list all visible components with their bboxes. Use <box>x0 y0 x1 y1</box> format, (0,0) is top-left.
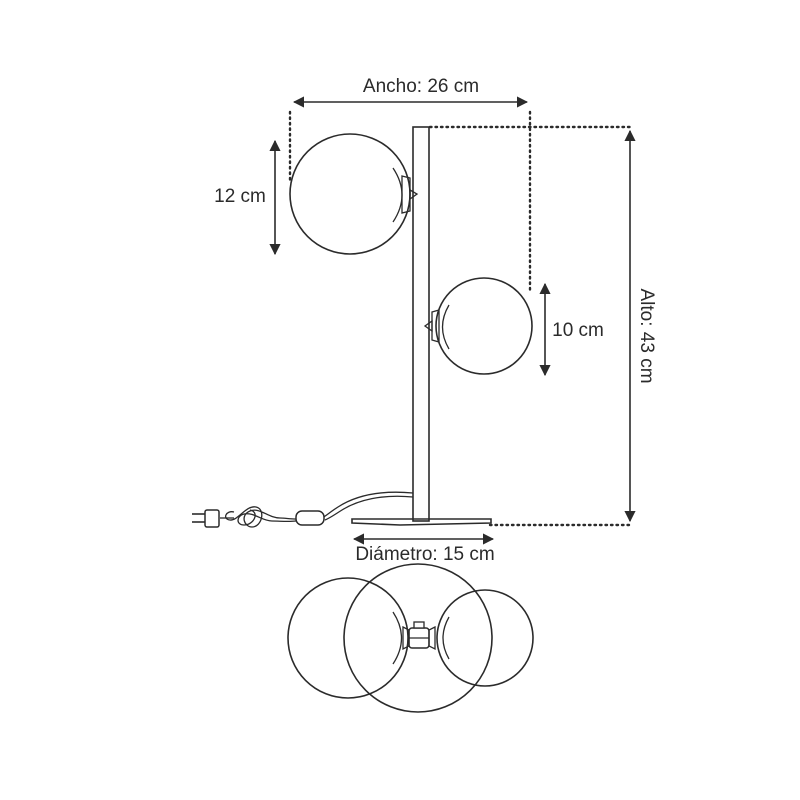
base-diameter-label: Diámetro: 15 cm <box>355 544 494 565</box>
lamp-base <box>351 518 492 526</box>
top-base-disc <box>343 563 493 713</box>
lower-globe <box>423 277 533 375</box>
height-dimension: Alto: 43 cm <box>624 129 657 523</box>
width-label: Ancho: 26 cm <box>363 76 479 97</box>
upper-globe-dimension: 12 cm <box>214 139 281 256</box>
lamp-pole <box>412 126 430 522</box>
cord-switch <box>295 510 325 526</box>
top-globe-right <box>436 589 534 687</box>
upper-globe <box>289 133 419 255</box>
plug <box>204 509 220 528</box>
top-globe-left <box>287 577 409 699</box>
width-dimension: Ancho: 26 cm <box>292 76 529 108</box>
lower-globe-dimension: 10 cm <box>539 282 604 377</box>
height-label: Alto: 43 cm <box>636 288 657 383</box>
power-cord <box>192 491 414 528</box>
front-view: Ancho: 26 cm Alto: 43 cm 12 cm 10 cm Diá… <box>192 76 657 565</box>
lower-globe-label: 10 cm <box>552 320 604 341</box>
top-pole-clip <box>413 621 425 629</box>
dotted-guides <box>288 110 632 527</box>
base-dimension: Diámetro: 15 cm <box>352 533 495 565</box>
top-view <box>287 563 534 713</box>
upper-globe-label: 12 cm <box>214 186 266 207</box>
